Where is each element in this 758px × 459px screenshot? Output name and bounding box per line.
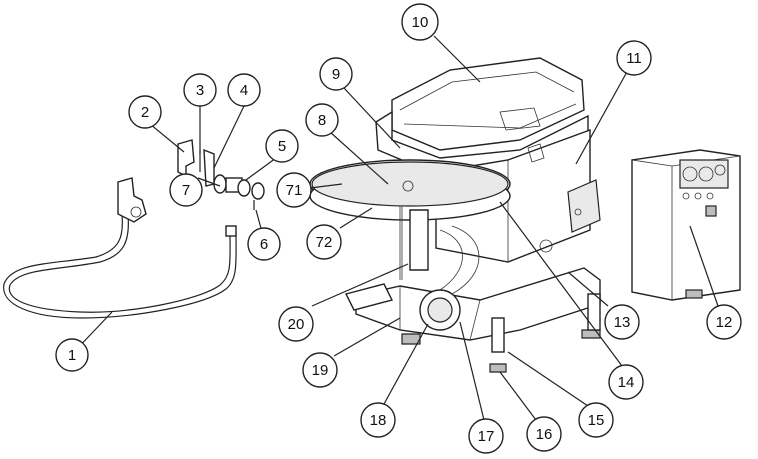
callout-8-label: 8	[318, 112, 326, 129]
callout-4-label: 4	[240, 82, 248, 99]
callout-20: 20	[278, 306, 314, 342]
small-parts-group	[177, 139, 265, 210]
control-box	[631, 149, 741, 301]
callout-11: 11	[616, 40, 652, 76]
callout-71-label: 71	[286, 182, 303, 199]
callout-9: 9	[319, 57, 353, 91]
callout-20-label: 20	[288, 316, 305, 333]
callout-3: 3	[183, 73, 217, 107]
callout-3-label: 3	[196, 82, 204, 99]
callout-19: 19	[302, 352, 338, 388]
callout-11-label: 11	[626, 50, 642, 67]
mixer-body	[309, 57, 601, 373]
callout-72-label: 72	[316, 234, 333, 251]
callout-71: 71	[276, 172, 312, 208]
callout-5: 5	[265, 129, 299, 163]
callout-72: 72	[306, 224, 342, 260]
callout-17: 17	[468, 418, 504, 454]
callout-9-label: 9	[332, 66, 340, 83]
callout-15: 15	[578, 402, 614, 438]
callout-12-label: 12	[716, 314, 733, 331]
callout-2-label: 2	[141, 104, 149, 121]
callout-13-label: 13	[614, 314, 631, 331]
callout-17-label: 17	[478, 428, 495, 445]
callout-16-label: 16	[536, 426, 553, 443]
callout-4: 4	[227, 73, 261, 107]
callout-7-label: 7	[182, 182, 190, 199]
callout-8: 8	[305, 103, 339, 137]
callout-7: 7	[169, 173, 203, 207]
callout-1: 1	[55, 338, 89, 372]
callout-12: 12	[706, 304, 742, 340]
callout-6: 6	[247, 227, 281, 261]
callout-13: 13	[604, 304, 640, 340]
callout-10-label: 10	[412, 14, 429, 31]
callout-2: 2	[128, 95, 162, 129]
callout-18: 18	[360, 402, 396, 438]
callout-1-label: 1	[68, 347, 76, 364]
callout-14-label: 14	[618, 374, 635, 391]
callout-6-label: 6	[260, 236, 268, 253]
callout-19-label: 19	[312, 362, 329, 379]
callout-16: 16	[526, 416, 562, 452]
leader-lines	[73, 35, 719, 421]
callout-10: 10	[401, 3, 439, 41]
callout-15-label: 15	[588, 412, 605, 429]
callout-18-label: 18	[370, 412, 387, 429]
hose-assembly	[3, 177, 237, 319]
callout-14: 14	[608, 364, 644, 400]
callout-5-label: 5	[278, 138, 286, 155]
